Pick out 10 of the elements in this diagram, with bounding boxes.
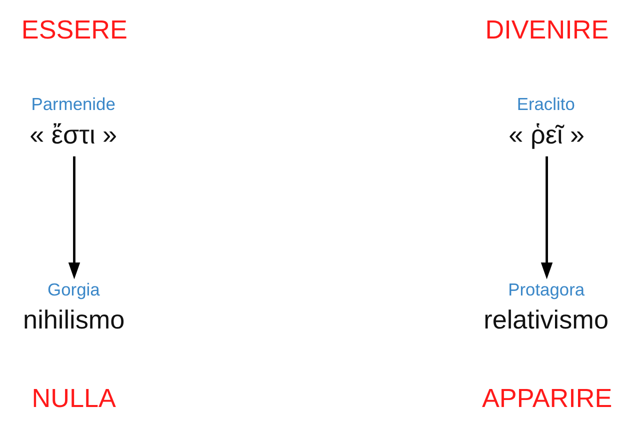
label: ESSERE	[21, 14, 128, 45]
node-text: Gorgia nihilismo	[23, 279, 125, 334]
arrow	[540, 156, 553, 280]
node-text: Protagora relativismo	[484, 279, 608, 334]
arrow	[68, 156, 80, 280]
node-text: Parmenide « ἔστι »	[30, 94, 118, 150]
label: NULLA	[32, 382, 116, 413]
label: DIVENIRE	[485, 14, 609, 45]
node-text: Eraclito « ῥεῖ »	[508, 94, 585, 150]
label: APPARIRE	[482, 382, 612, 413]
